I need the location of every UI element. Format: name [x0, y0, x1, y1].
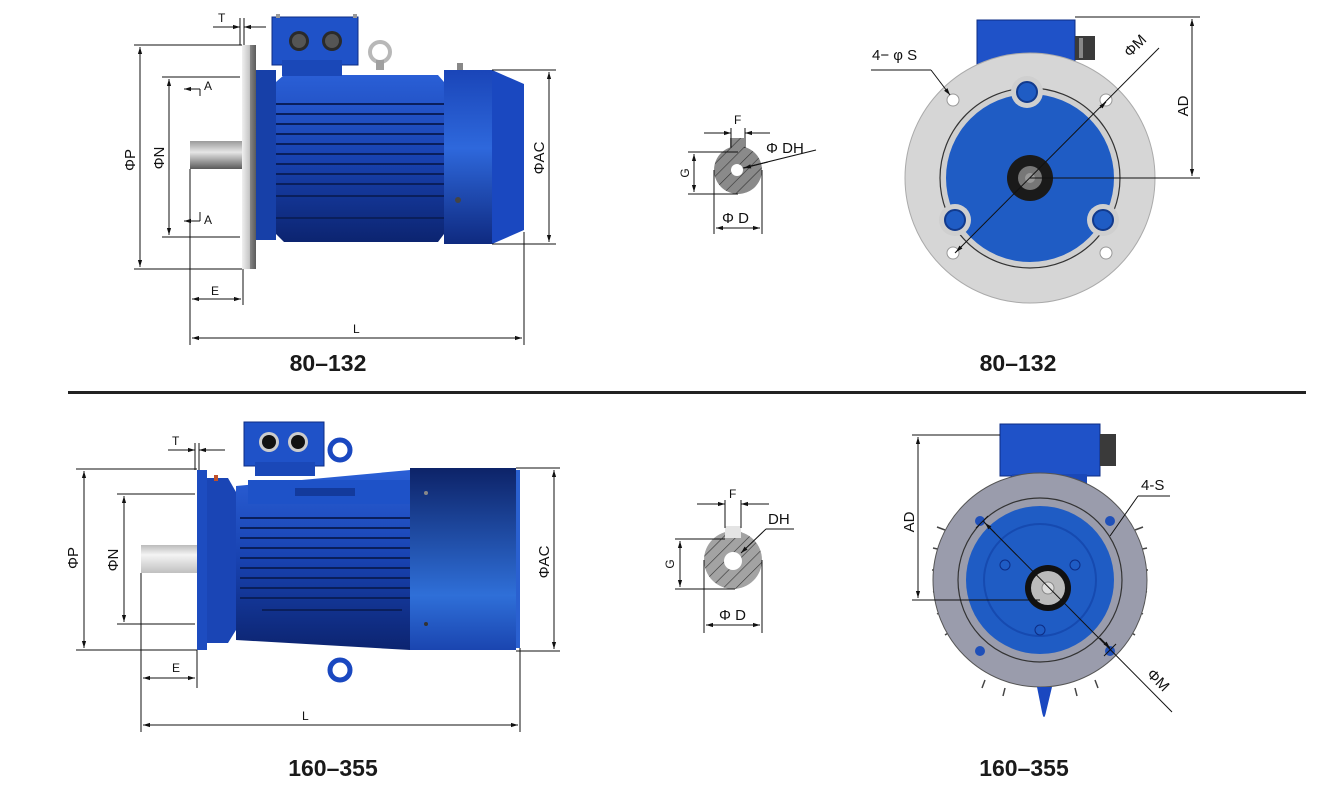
caption-end-160-355: 160–355 [979, 755, 1069, 781]
label-AC: ΦAC [531, 141, 548, 174]
label-AD: AD [901, 511, 918, 532]
side-view-160-355: T ΦP ΦN E L ΦAC 160–355 [65, 421, 560, 781]
shaft-section-160-355: F DH G Φ D [663, 487, 794, 633]
center-hole [724, 552, 742, 570]
label-T: T [218, 11, 226, 25]
terminal-box [999, 423, 1101, 477]
eyebolt [368, 40, 392, 64]
key [730, 138, 744, 152]
caption-side-80-132: 80–132 [290, 350, 367, 376]
label-D: Φ D [722, 210, 749, 227]
label-N: ΦN [151, 147, 168, 170]
section-divider [68, 391, 1306, 394]
label-4S: 4-S [1141, 477, 1164, 494]
label-D: Φ D [719, 607, 746, 624]
label-F: F [729, 487, 736, 501]
terminal-box [243, 421, 325, 467]
caption-side-160-355: 160–355 [288, 755, 378, 781]
terminal-box [271, 16, 359, 66]
label-P: ΦP [65, 547, 82, 569]
label-DH: DH [768, 511, 790, 528]
label-L: L [353, 322, 360, 336]
fan-cover [444, 70, 492, 244]
label-F: F [734, 113, 741, 127]
label-N: ΦN [105, 549, 122, 572]
side-view-80-132: T ΦP ΦN A A E L ΦAC 80–132 [122, 11, 556, 376]
center-hole [731, 164, 743, 176]
label-M: ΦM [1143, 666, 1172, 695]
label-G: G [663, 559, 677, 568]
motor-body [236, 470, 410, 650]
end-view-160-355: AD 4-S ΦM 160–355 [901, 423, 1172, 781]
shaft-section-80-132: F Φ DH G Φ D [678, 113, 817, 234]
shaft [141, 545, 197, 573]
label-P: ΦP [122, 149, 139, 171]
label-AC: ΦAC [536, 545, 553, 578]
label-E: E [211, 284, 219, 298]
label-4S: 4− φ S [872, 47, 917, 64]
motor-body [276, 75, 444, 242]
label-M: ΦM [1121, 32, 1150, 61]
label-AD: AD [1175, 95, 1192, 116]
flange [242, 45, 256, 269]
fan-cover [410, 468, 516, 650]
label-A-top: A [204, 79, 212, 93]
flange [197, 470, 207, 650]
label-A-bottom: A [204, 213, 212, 227]
eyebolt-top [327, 437, 353, 463]
cable-gland [1100, 434, 1116, 466]
label-DH: Φ DH [766, 140, 804, 157]
label-E: E [172, 661, 180, 675]
label-G: G [678, 168, 692, 177]
cable-gland [1075, 36, 1095, 60]
key [725, 526, 741, 538]
label-L: L [302, 709, 309, 723]
label-T: T [172, 434, 180, 448]
shaft [190, 141, 242, 169]
eyebolt-bottom [327, 657, 353, 683]
end-view-80-132: 4− φ S ΦM AD 80–132 [871, 16, 1200, 376]
caption-end-80-132: 80–132 [980, 350, 1057, 376]
lifting-lug [1037, 687, 1052, 717]
